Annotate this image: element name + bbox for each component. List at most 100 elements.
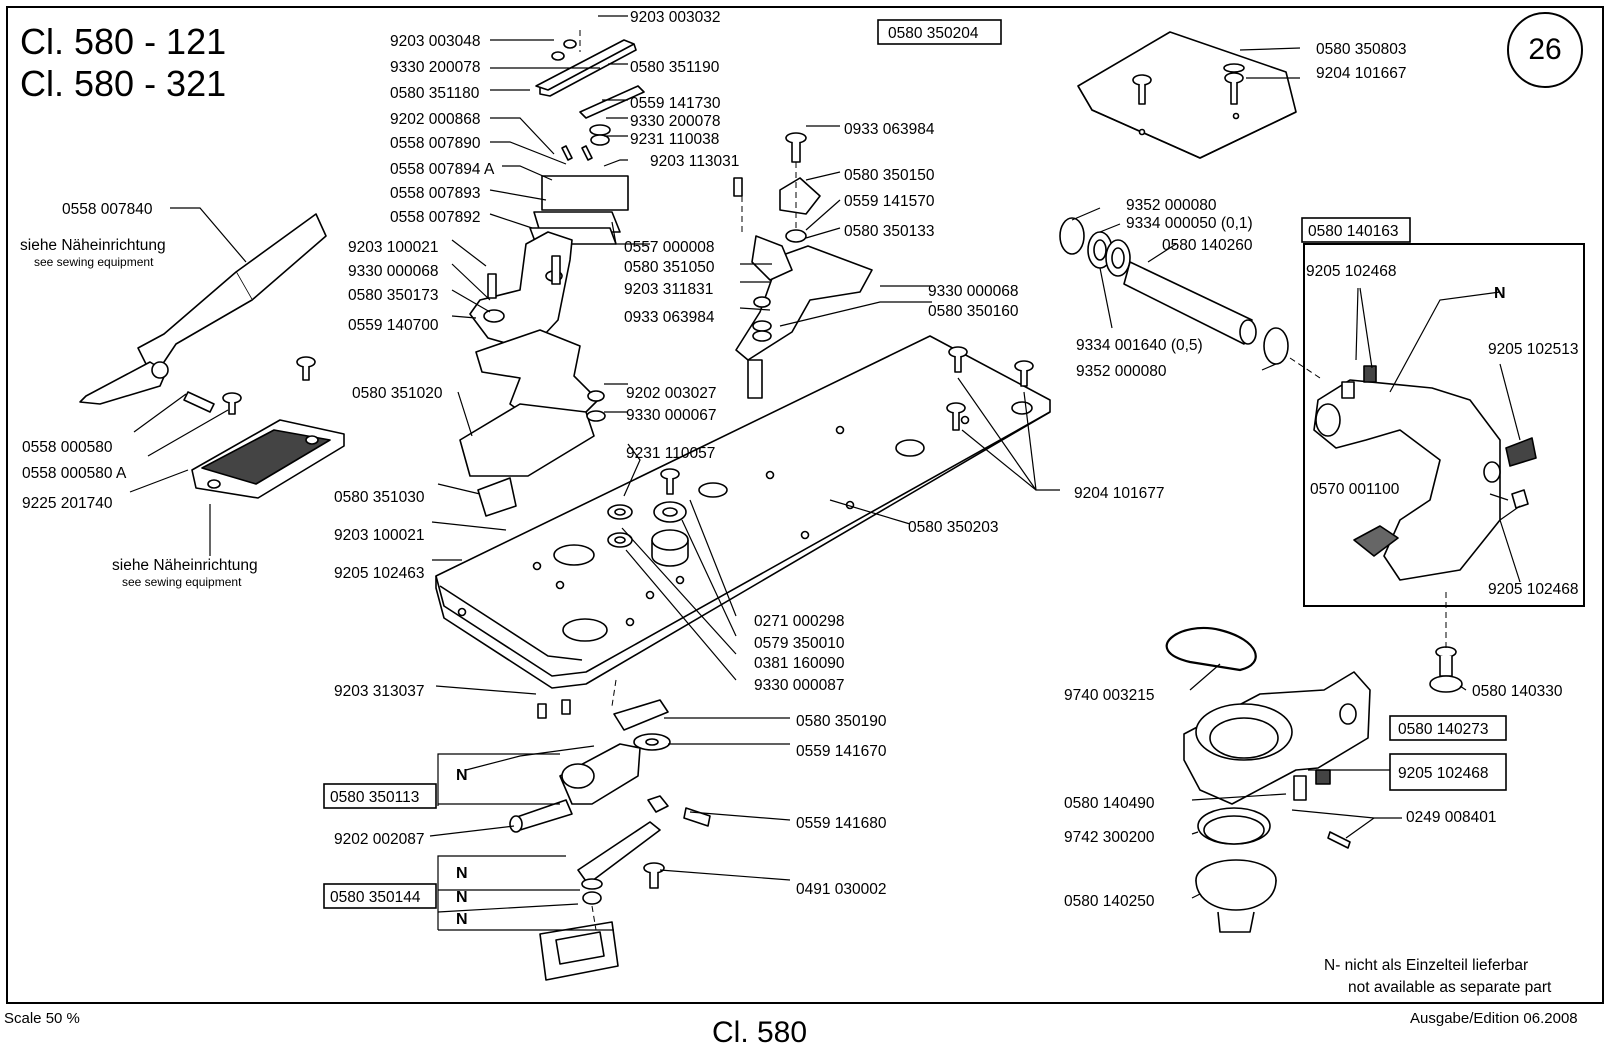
- footer-scale: Scale 50 %: [4, 1010, 80, 1027]
- n-mark-link-3: N: [456, 911, 468, 928]
- callout-0933-063984-a: 0933 063984: [844, 121, 935, 138]
- callout-0580-140260: 0580 140260: [1162, 237, 1253, 254]
- callout-0580-351050: 0580 351050: [624, 259, 715, 276]
- gasket-9740-003215: [1165, 626, 1257, 672]
- top-lever-0580-350160: [733, 132, 873, 399]
- feed-dog-9225-201740: [191, 419, 345, 499]
- note-siehe-naeheinrichtung-1: siehe Näheinrichtung: [20, 237, 166, 254]
- callout-0559-141680: 0559 141680: [796, 815, 887, 832]
- callout-0570-001100: 0570 001100: [1310, 481, 1400, 498]
- callout-9203-003048: 9203 003048: [390, 33, 481, 50]
- model-title-121: Cl. 580 - 121: [20, 21, 227, 62]
- drawing-frame: [6, 6, 1604, 1004]
- callout-9231-110057: 9231 110057: [626, 445, 715, 462]
- plate-screws-9204-101677: [946, 346, 1034, 431]
- boxed-callout-0580-140163: 0580 140163: [1308, 223, 1399, 240]
- callout-9203-100021-b: 9203 100021: [334, 527, 425, 544]
- callout-9740-003215: 9740 003215: [1064, 687, 1155, 704]
- callout-0558-000580: 0558 000580: [22, 439, 113, 456]
- model-title-321: Cl. 580 - 321: [20, 63, 227, 104]
- callout-0580-350190: 0580 350190: [796, 713, 887, 730]
- callout-0580-351190: 0580 351190: [630, 59, 720, 76]
- callout-0580-140250: 0580 140250: [1064, 893, 1155, 910]
- upper-feed-assembly: [529, 39, 645, 245]
- lower-linkage: [509, 699, 711, 981]
- callout-0559-141670: 0559 141670: [796, 743, 887, 760]
- callout-9352-000080-b: 9352 000080: [1076, 363, 1167, 380]
- callout-0491-030002: 0491 030002: [796, 881, 887, 898]
- callout-0558-000580-a: 0558 000580 A: [22, 465, 127, 482]
- callout-9330-200078-b: 9330 200078: [630, 113, 721, 130]
- ring-9742-300200: [1197, 807, 1271, 845]
- looper-body-0570-001100: [1313, 365, 1537, 581]
- footer-edition: Ausgabe/Edition 06.2008: [1410, 1010, 1578, 1027]
- boxed-callout-0580-350204: 0580 350204: [888, 25, 979, 42]
- callout-0580-140490: 0580 140490: [1064, 795, 1155, 812]
- callout-0271-000298: 0271 000298: [754, 613, 845, 630]
- inset-box-0580-140163: [1303, 243, 1585, 607]
- callout-0933-063984-b: 0933 063984: [624, 309, 715, 326]
- n-mark-link-1: N: [456, 865, 468, 882]
- callout-0558-007893: 0558 007893: [390, 185, 481, 202]
- callout-0580-350173: 0580 350173: [348, 287, 439, 304]
- note-see-sewing-equipment-1: see sewing equipment: [34, 255, 154, 269]
- callout-0580-350803: 0580 350803: [1316, 41, 1407, 58]
- callout-9352-000080-a: 9352 000080: [1126, 197, 1217, 214]
- oil-cup-0580-140250: [1195, 859, 1277, 933]
- callout-9205-102513: 9205 102513: [1488, 341, 1579, 358]
- feed-screws: [183, 356, 316, 415]
- pin-0580-140330: [1429, 646, 1463, 693]
- callout-9330-000068-b: 9330 000068: [928, 283, 1019, 300]
- callout-0580-140330: 0580 140330: [1472, 683, 1563, 700]
- callout-9203-313037: 9203 313037: [334, 683, 425, 700]
- knee-lever-0558-007840: [79, 213, 327, 405]
- callout-9202-002087: 9202 002087: [334, 831, 425, 848]
- callout-labels: 9203 003032 9203 003048 9330 200078 0580…: [20, 9, 1579, 996]
- n-mark-inset: N: [1494, 285, 1506, 302]
- callout-9203-003032: 9203 003032: [630, 9, 721, 26]
- callout-0580-351020: 0580 351020: [352, 385, 443, 402]
- boxed-callout-0580-350113: 0580 350113: [330, 789, 419, 806]
- callout-0579-350010: 0579 350010: [754, 635, 845, 652]
- callout-0558-007840: 0558 007840: [62, 201, 153, 218]
- callout-9330-000067: 9330 000067: [626, 407, 717, 424]
- shaft-0580-140260: [1059, 217, 1289, 365]
- callout-9202-003027: 9202 003027: [626, 385, 717, 402]
- callout-0580-350160: 0580 350160: [928, 303, 1019, 320]
- callout-0559-141570: 0559 141570: [844, 193, 935, 210]
- boxed-callout-0580-350144: 0580 350144: [330, 889, 421, 906]
- callout-0580-350203: 0580 350203: [908, 519, 999, 536]
- callout-9204-101677: 9204 101677: [1074, 485, 1165, 502]
- callout-0580-351180: 0580 351180: [390, 85, 480, 102]
- callout-0558-007892: 0558 007892: [390, 209, 481, 226]
- callout-9205-102468-c: 9205 102468: [1398, 765, 1489, 782]
- callout-9203-311831: 9203 311831: [624, 281, 713, 298]
- note-siehe-naeheinrichtung-2: siehe Näheinrichtung: [112, 557, 258, 574]
- callout-9334-000050: 9334 000050 (0,1): [1126, 215, 1253, 232]
- callout-9334-001640: 9334 001640 (0,5): [1076, 337, 1203, 354]
- callout-9330-000068-a: 9330 000068: [348, 263, 439, 280]
- callout-9205-102463: 9205 102463: [334, 565, 425, 582]
- presser-foot-assembly: [459, 231, 599, 517]
- assembly-axes: [579, 30, 1447, 931]
- callout-9225-201740: 9225 201740: [22, 495, 113, 512]
- n-group-brackets: [437, 753, 614, 931]
- callout-0558-007890: 0558 007890: [390, 135, 481, 152]
- callout-9204-101667: 9204 101667: [1316, 65, 1407, 82]
- callout-0559-140700: 0559 140700: [348, 317, 439, 334]
- cover-screws: [1132, 63, 1245, 105]
- callout-0580-350150: 0580 350150: [844, 167, 935, 184]
- n-mark-link-2: N: [456, 889, 468, 906]
- cover-plate-0580-350803: [1077, 31, 1297, 159]
- callout-9742-300200: 9742 300200: [1064, 829, 1155, 846]
- legend-line-en: not available as separate part: [1348, 979, 1552, 996]
- callout-0381-160090: 0381 160090: [754, 655, 845, 672]
- callout-9205-102468-b: 9205 102468: [1488, 581, 1579, 598]
- legend-line-de: N- nicht als Einzelteil lieferbar: [1324, 957, 1528, 974]
- callout-9231-110038: 9231 110038: [630, 131, 719, 148]
- callout-9203-113031: 9203 113031: [650, 153, 739, 170]
- boxed-callout-frames: [323, 19, 1507, 909]
- callout-0558-007894-a: 0558 007894 A: [390, 161, 495, 178]
- callout-9203-100021-a: 9203 100021: [348, 239, 439, 256]
